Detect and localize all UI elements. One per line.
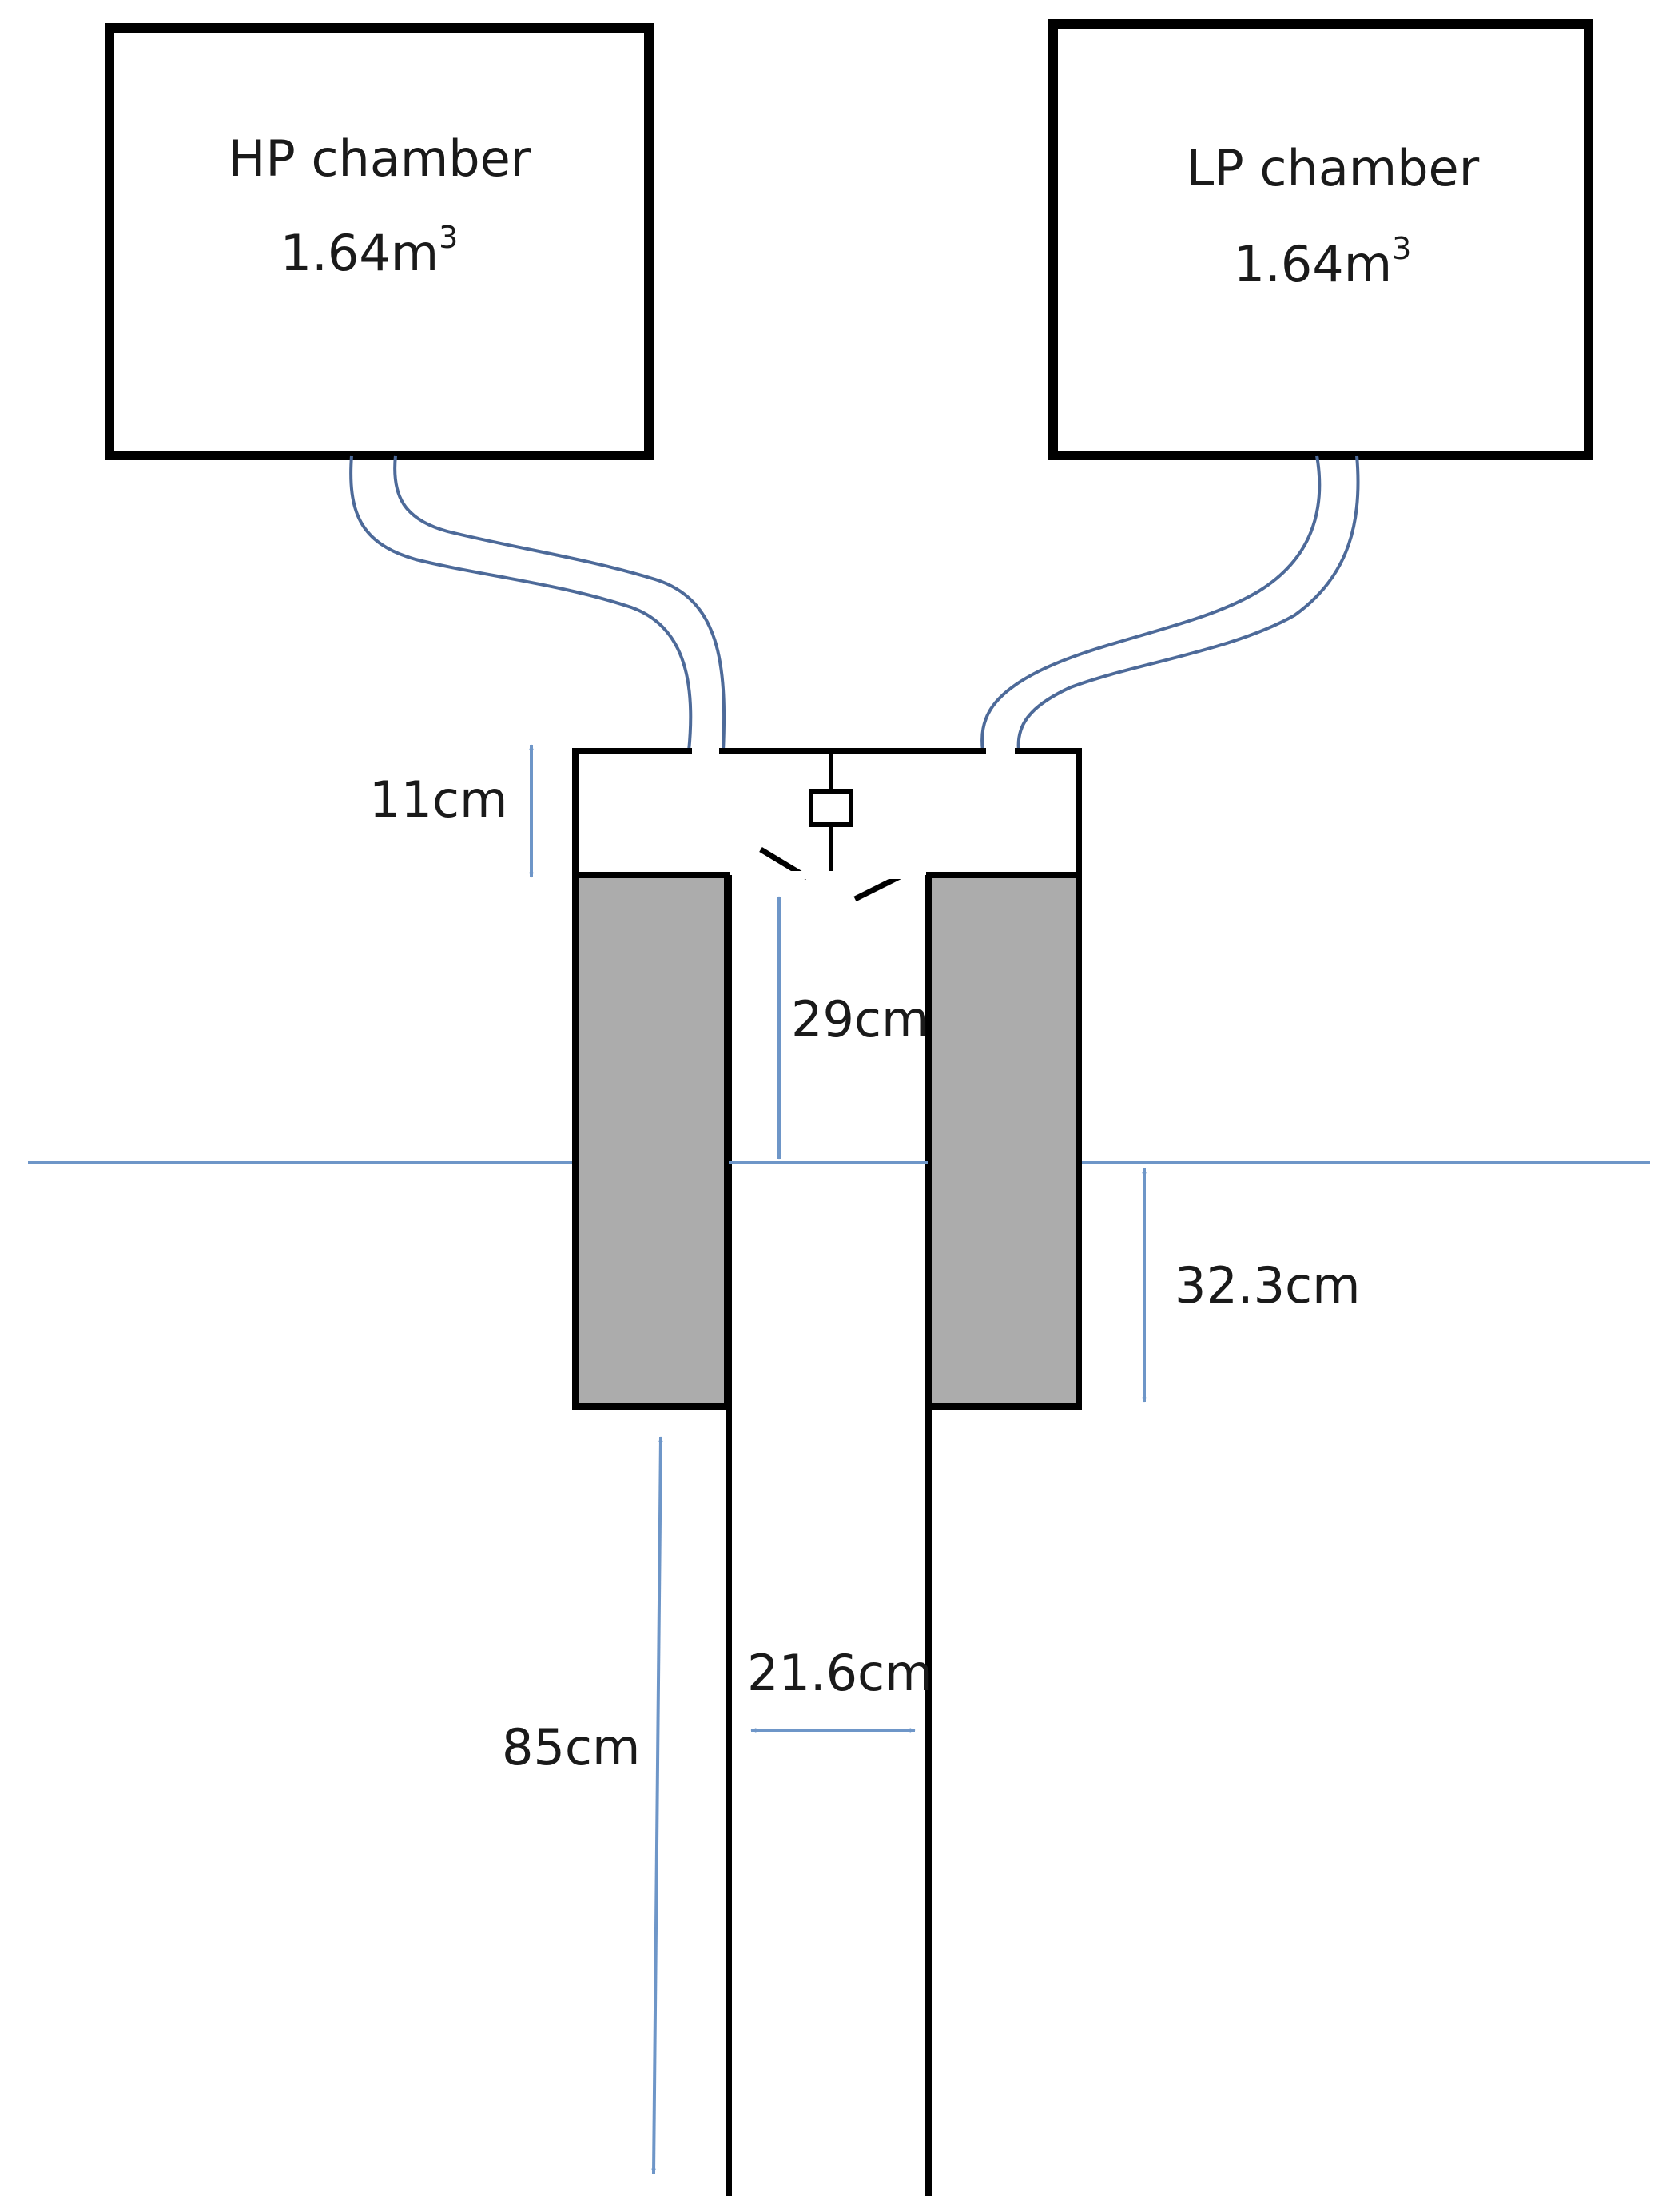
dim-label-submerged-depth: 32.3cm (1175, 1256, 1361, 1315)
hp-hose (349, 455, 726, 752)
valve-actuator (809, 751, 853, 875)
hp-chamber-box (105, 23, 654, 460)
lp-chamber-label: LP chamber (1187, 139, 1480, 197)
lp-chamber-volume: 1.64m3 (1234, 231, 1412, 293)
dim-label-pipe-diameter: 21.6cm (747, 1644, 933, 1702)
dim-arrow-pipe-length (651, 1436, 663, 2174)
lp-chamber-box (1048, 19, 1593, 460)
dim-label-head-height: 11cm (369, 770, 507, 829)
hp-chamber-volume: 1.64m3 (280, 220, 459, 282)
lp-hose (980, 455, 1360, 752)
dim-label-pipe-length: 85cm (502, 1718, 640, 1776)
dim-label-upper-bore: 29cm (791, 990, 929, 1048)
float-left-block (572, 872, 730, 1410)
float-right-block (926, 872, 1082, 1410)
hp-chamber-label: HP chamber (229, 129, 531, 188)
